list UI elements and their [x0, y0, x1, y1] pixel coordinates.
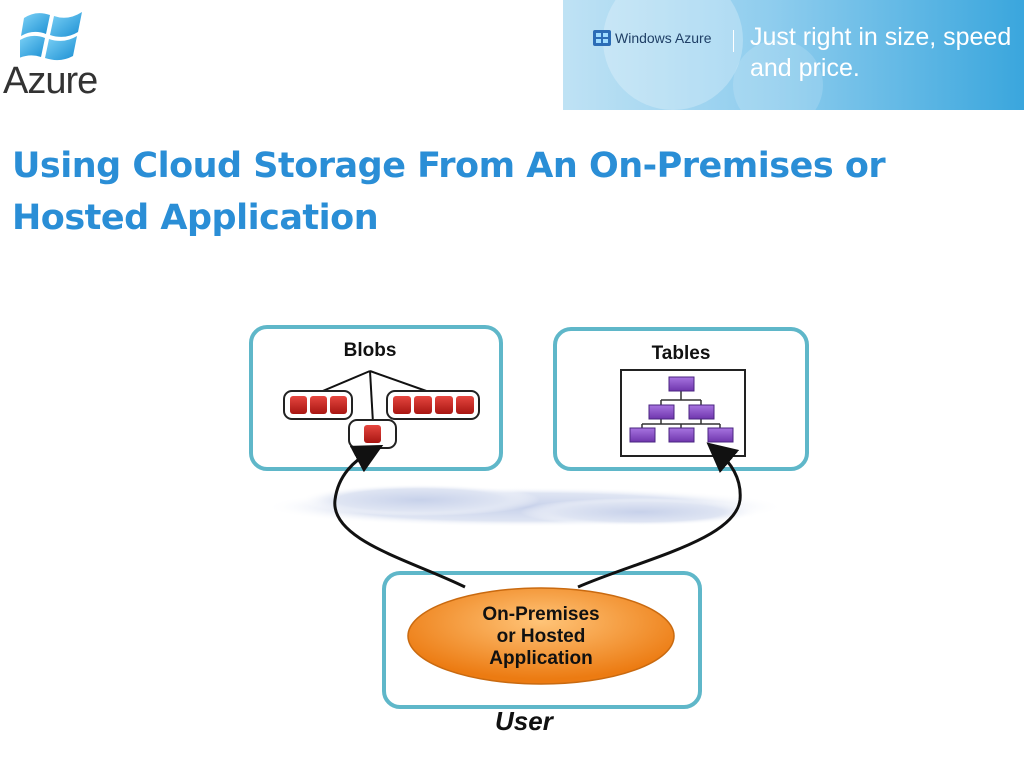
banner-tagline: Just right in size, speed and price. [750, 22, 1020, 84]
table-entity-icon [707, 427, 734, 443]
arrow-to-tables [577, 442, 742, 589]
azure-logo: Azure [0, 0, 110, 108]
app-label-line2: or Hosted [497, 626, 586, 647]
tables-box: Tables [553, 327, 809, 471]
app-label-line3: Application [489, 648, 592, 669]
table-entity-icon [688, 404, 715, 420]
blobs-label: Blobs [344, 340, 397, 361]
user-box: On-Premises or Hosted Application [382, 571, 702, 709]
page-title-line2: Hosted Application [12, 198, 379, 238]
blob-cube-icon [456, 396, 474, 414]
blob-cube-icon [393, 396, 411, 414]
tables-label: Tables [652, 343, 711, 364]
windows-flag-icon [20, 12, 82, 61]
table-entity-icon [629, 427, 656, 443]
blob-cube-icon [310, 396, 327, 414]
table-entity-icon [668, 427, 695, 443]
blob-cube-icon [435, 396, 453, 414]
user-label: User [495, 706, 553, 736]
banner-brand: Windows Azure [615, 30, 712, 46]
banner-tagline-line1: Just right in size, speed [750, 23, 1012, 51]
table-entity-icon [668, 376, 695, 392]
windows-azure-banner: Windows Azure Just right in size, speed … [563, 0, 1024, 110]
blob-cube-icon [290, 396, 307, 414]
application-ellipse [407, 587, 675, 685]
cloud-shape [265, 484, 785, 527]
app-label-line1: On-Premises [482, 604, 599, 625]
page-title: Using Cloud Storage From An On-Premises … [12, 140, 912, 244]
blob-cube-icon [414, 396, 432, 414]
blob-cube-icon [364, 425, 381, 443]
banner-decoration [733, 40, 823, 110]
banner-tagline-line2: and price. [750, 54, 860, 82]
page-title-line1: Using Cloud Storage From An On-Premises … [12, 146, 886, 186]
banner-decoration [603, 0, 743, 110]
windows-azure-icon [593, 30, 611, 46]
logo-text: Azure [3, 60, 98, 102]
banner-separator [733, 30, 734, 52]
blobs-box: Blobs [249, 325, 503, 471]
blob-cube-icon [330, 396, 347, 414]
arrow-to-blobs [333, 444, 466, 589]
table-entity-icon [648, 404, 675, 420]
